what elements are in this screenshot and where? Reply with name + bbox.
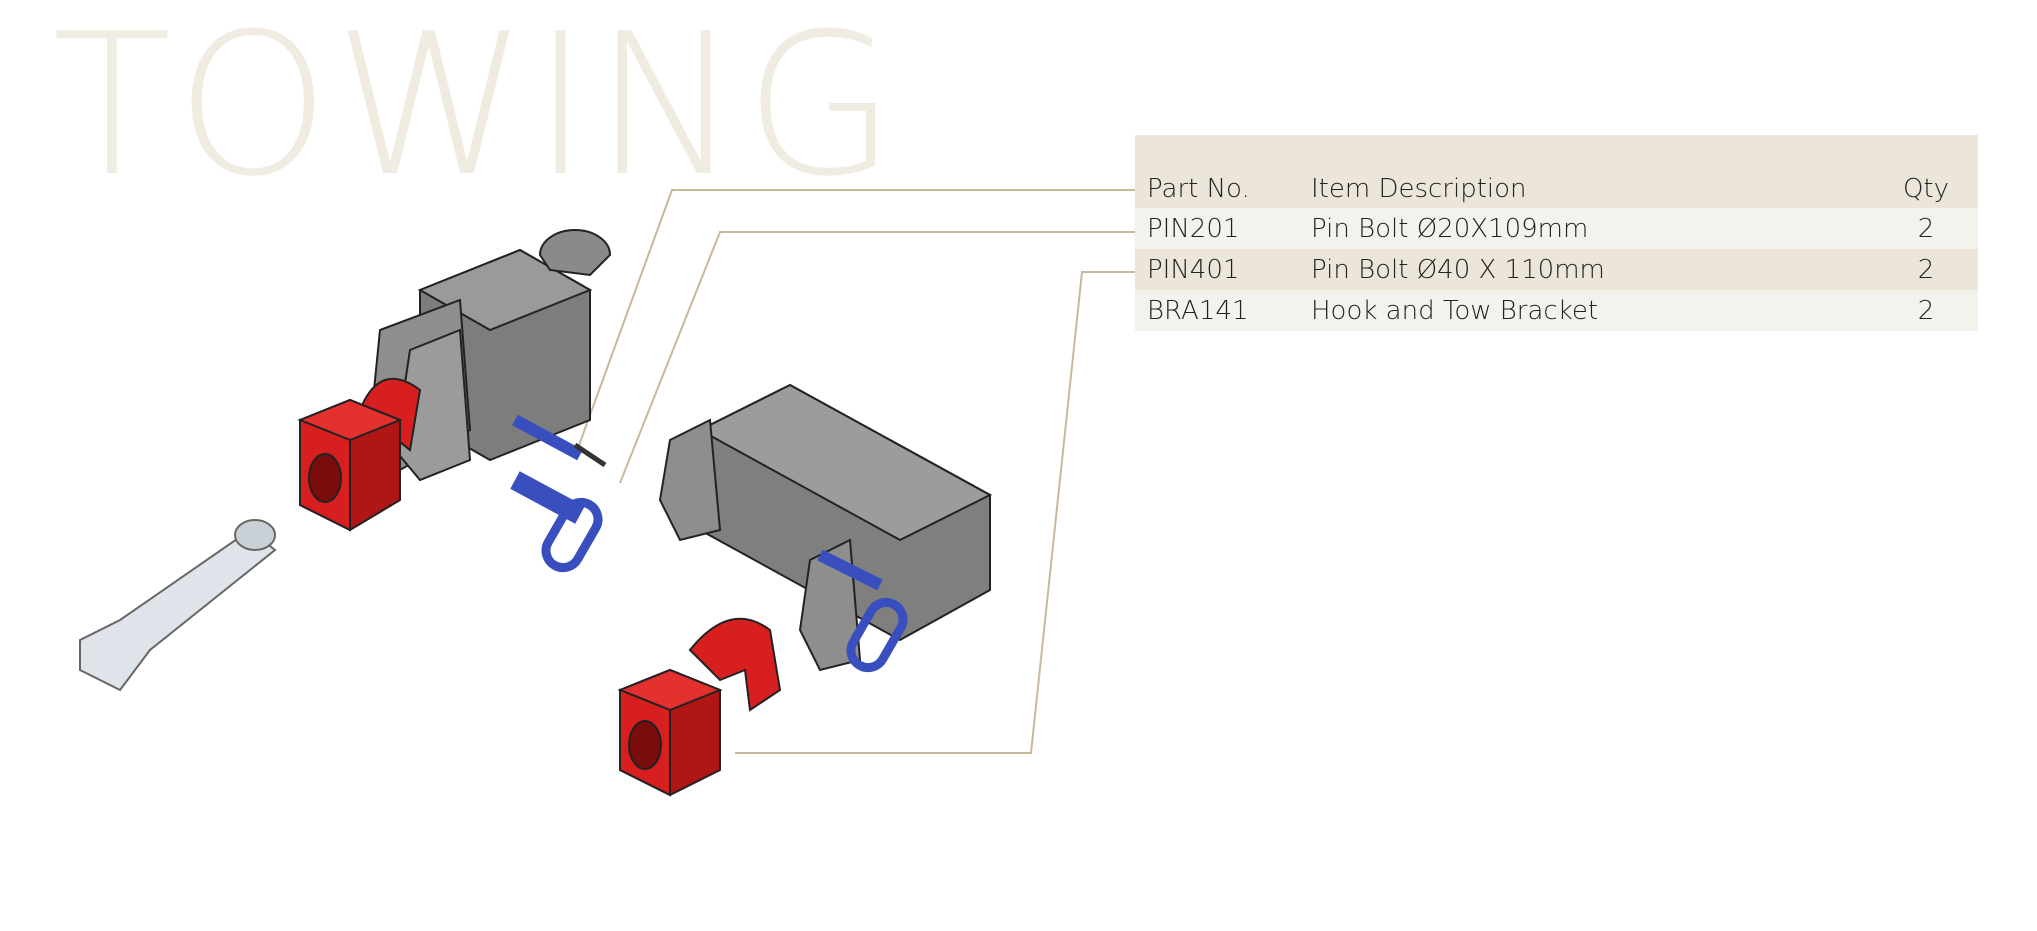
description: Hook and Tow Bracket bbox=[1299, 290, 1874, 331]
parts-table: Part No. Item Description Qty PIN201 Pin… bbox=[1135, 135, 1978, 331]
page-title: TOWING bbox=[52, 0, 901, 220]
header-part-no: Part No. bbox=[1135, 135, 1299, 208]
qty: 2 bbox=[1874, 208, 1978, 249]
right-receiver-tube bbox=[658, 383, 993, 673]
part-no: BRA141 bbox=[1135, 290, 1299, 331]
header-description: Item Description bbox=[1299, 135, 1874, 208]
qty: 2 bbox=[1874, 290, 1978, 331]
part-no: PIN201 bbox=[1135, 208, 1299, 249]
leader-line-pin401 bbox=[619, 231, 1135, 484]
qty: 2 bbox=[1874, 249, 1978, 290]
header-qty: Qty bbox=[1874, 135, 1978, 208]
leader-line-bra141 bbox=[735, 271, 1135, 754]
table-row: BRA141 Hook and Tow Bracket 2 bbox=[1135, 290, 1978, 331]
table-row: PIN201 Pin Bolt Ø20X109mm 2 bbox=[1135, 208, 1978, 249]
table-header-row: Part No. Item Description Qty bbox=[1135, 135, 1978, 208]
pin-bolt-pin201 bbox=[512, 414, 607, 468]
right-tow-bracket bbox=[617, 617, 782, 797]
leader-lines bbox=[577, 189, 1135, 754]
left-tow-bracket bbox=[297, 377, 422, 532]
description: Pin Bolt Ø40 X 110mm bbox=[1299, 249, 1874, 290]
description: Pin Bolt Ø20X109mm bbox=[1299, 208, 1874, 249]
pin-bolt-pin401 bbox=[510, 471, 603, 573]
table-row: PIN401 Pin Bolt Ø40 X 110mm 2 bbox=[1135, 249, 1978, 290]
hitch-pin bbox=[79, 519, 277, 692]
part-no: PIN401 bbox=[1135, 249, 1299, 290]
left-receiver-tube bbox=[368, 229, 612, 482]
leader-line-pin201 bbox=[577, 189, 1135, 449]
